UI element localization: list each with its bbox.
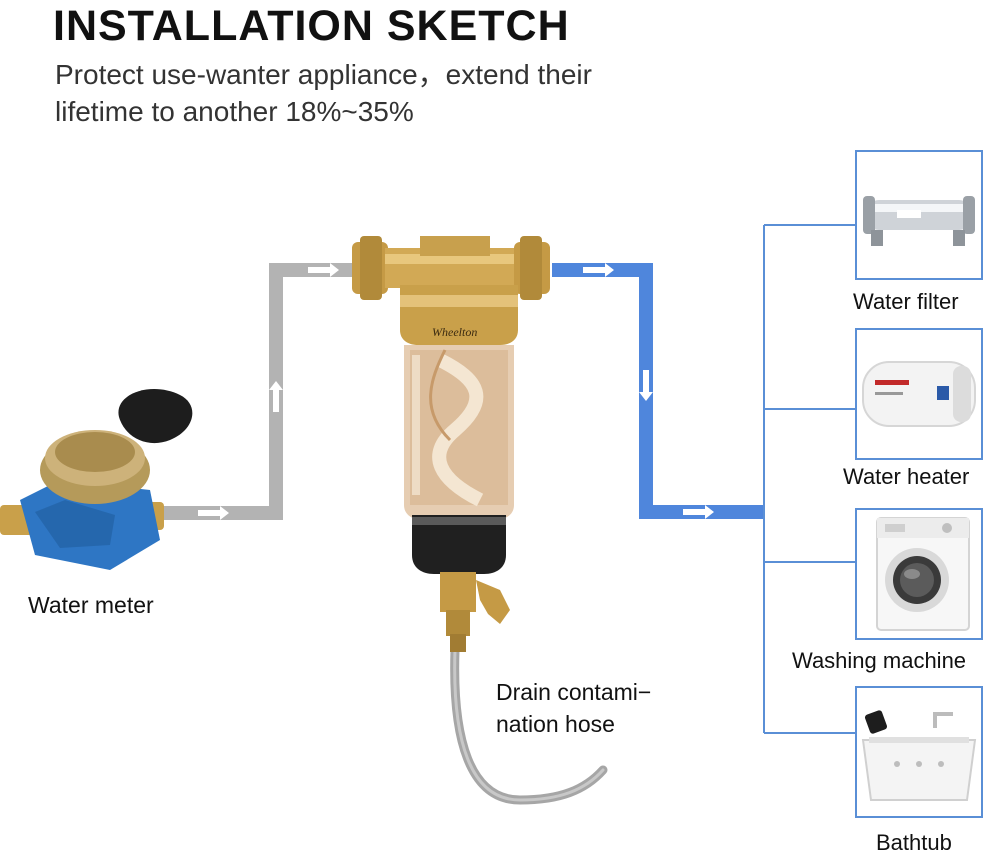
washing-machine-icon: [857, 510, 981, 638]
inlet-pipe: [150, 270, 360, 513]
water-heater-icon: [857, 330, 981, 458]
water-meter-label: Water meter: [28, 592, 154, 619]
appliance-label-water-filter: Water filter: [853, 289, 959, 315]
appliance-card-water-filter: [855, 150, 983, 280]
appliance-card-washing-machine: [855, 508, 983, 640]
drain-label-line-2: nation hose: [496, 708, 651, 740]
appliance-label-bathtub: Bathtub: [876, 830, 952, 856]
brand-logo: Wheelton: [432, 325, 477, 339]
water-meter-icon: [0, 389, 192, 570]
outlet-pipe: [552, 270, 764, 512]
drain-label-line-1: Drain contami−: [496, 676, 651, 708]
appliance-label-water-heater: Water heater: [843, 464, 969, 490]
bathtub-icon: [857, 688, 981, 816]
filter-body-icon: [352, 236, 550, 652]
appliance-card-bathtub: [855, 686, 983, 818]
appliance-label-washing-machine: Washing machine: [792, 648, 966, 674]
water-filter-icon: [857, 152, 981, 278]
appliance-card-water-heater: [855, 328, 983, 460]
drain-hose-label: Drain contami− nation hose: [496, 676, 651, 740]
